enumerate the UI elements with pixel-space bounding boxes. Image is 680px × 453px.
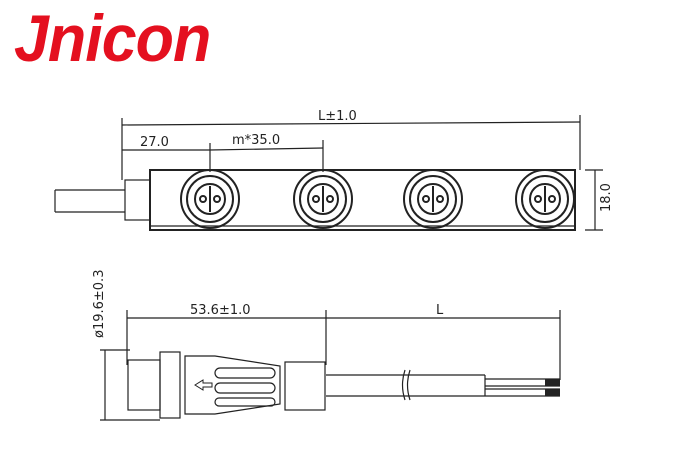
first-offset-label: 27.0 — [140, 135, 169, 150]
pitch-label: m*35.0 — [232, 133, 280, 148]
connector-sockets — [180, 169, 575, 229]
overall-length-label: L±1.0 — [318, 109, 357, 124]
diameter-label: ø19.6±0.3 — [92, 270, 107, 338]
connector-length-label: 53.6±1.0 — [190, 303, 251, 318]
brand-logo: Jnicon — [14, 1, 211, 75]
cable-length-label: L — [436, 303, 444, 318]
height-label: 18.0 — [599, 183, 614, 212]
